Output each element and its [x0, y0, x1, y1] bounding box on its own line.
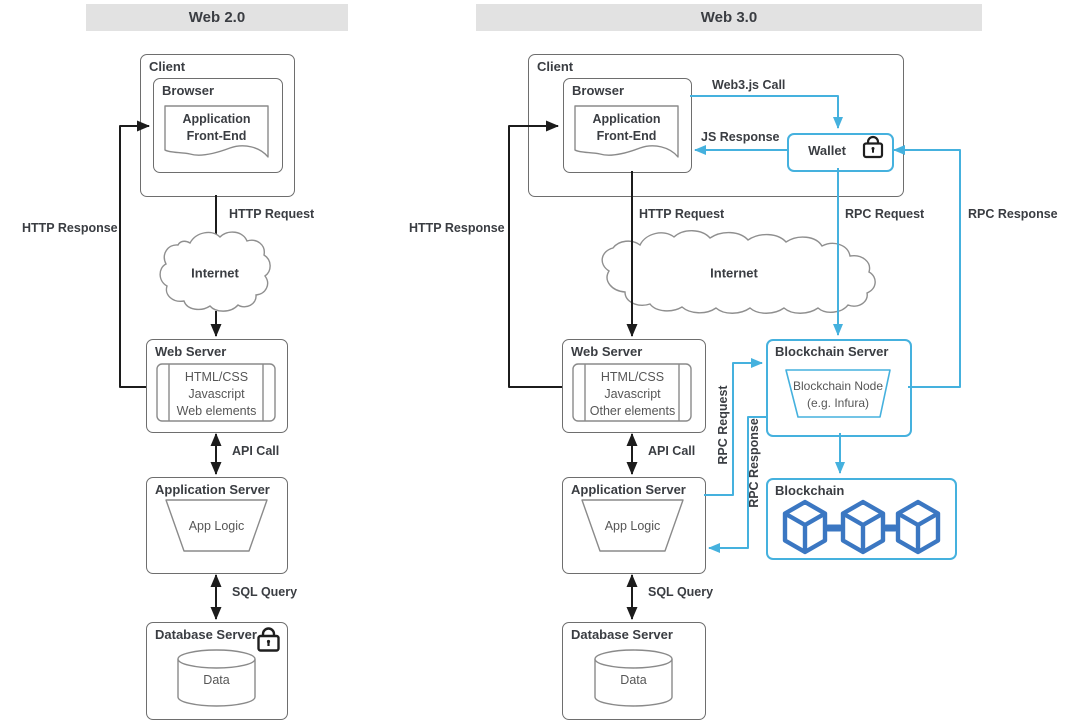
web3-frontend-label: Application Front-End	[592, 112, 661, 143]
web3-db-server-label: Database Server	[571, 627, 673, 642]
js-response-label: JS Response	[701, 130, 780, 144]
web2-ws-line3: Web elements	[176, 404, 257, 418]
blockchain-server-label: Blockchain Server	[775, 344, 889, 359]
web2-http-request-label: HTTP Request	[229, 207, 315, 221]
web2-client-label: Client	[149, 59, 186, 74]
web2-http-response-label: HTTP Response	[22, 221, 118, 235]
blockchain-node-label: Blockchain Node (e.g. Infura)	[792, 379, 884, 410]
web2-db-server-box	[146, 622, 288, 720]
web2-ws-line2: Javascript	[188, 387, 245, 401]
web3-web-server-label: Web Server	[571, 344, 643, 359]
web3-http-request-label: HTTP Request	[639, 207, 725, 221]
web2-web-server-label: Web Server	[155, 344, 227, 359]
blockchain-label: Blockchain	[775, 483, 845, 498]
wallet-label: Wallet	[808, 143, 846, 158]
web3-data-label: Data	[620, 673, 647, 687]
server-rpc-response-label: RPC Response	[747, 418, 761, 508]
web2-frontend-label: Application Front-End	[182, 112, 251, 143]
web3-header: Web 3.0	[476, 4, 982, 31]
web2-data-label: Data	[203, 673, 230, 687]
web3-ws-line1: HTML/CSS	[600, 370, 665, 384]
web3-app-server-label: Application Server	[571, 482, 686, 497]
wallet-rpc-request-label: RPC Request	[845, 207, 925, 221]
web3-api-call-label: API Call	[648, 444, 696, 458]
web3-web-server-contents: HTML/CSS Javascript Other elements	[586, 369, 679, 420]
web3-sql-query-label: SQL Query	[648, 585, 714, 599]
web3js-call-label: Web3.js Call	[712, 78, 786, 92]
web2-web-server-contents: HTML/CSS Javascript Web elements	[170, 369, 263, 420]
web2-internet-label: Internet	[191, 265, 239, 281]
web3-http-response-label: HTTP Response	[409, 221, 505, 235]
web2-app-logic-label: App Logic	[188, 519, 245, 533]
web2-app-server-box	[146, 477, 288, 574]
web3-internet-label: Internet	[710, 265, 758, 281]
web3-client-label: Client	[537, 59, 574, 74]
web3-db-server-box	[562, 622, 706, 720]
server-rpc-request-label: RPC Request	[716, 385, 730, 465]
web3-ws-line3: Other elements	[589, 404, 676, 418]
web2-sql-query-label: SQL Query	[232, 585, 298, 599]
web2-browser-box	[153, 78, 283, 173]
web3-blockchain-box	[766, 478, 957, 560]
web2-api-call-label: API Call	[232, 444, 280, 458]
web2-browser-label: Browser	[162, 83, 215, 98]
web3-ws-line2: Javascript	[604, 387, 661, 401]
wallet-rpc-response-label: RPC Response	[968, 207, 1058, 221]
web2-ws-line1: HTML/CSS	[184, 370, 249, 384]
web3-app-server-box	[562, 477, 706, 574]
web2-app-server-label: Application Server	[155, 482, 270, 497]
web3-app-logic-label: App Logic	[604, 519, 661, 533]
web3-browser-label: Browser	[572, 83, 625, 98]
web2-header: Web 2.0	[86, 4, 348, 31]
web2-db-server-label: Database Server	[155, 627, 257, 642]
